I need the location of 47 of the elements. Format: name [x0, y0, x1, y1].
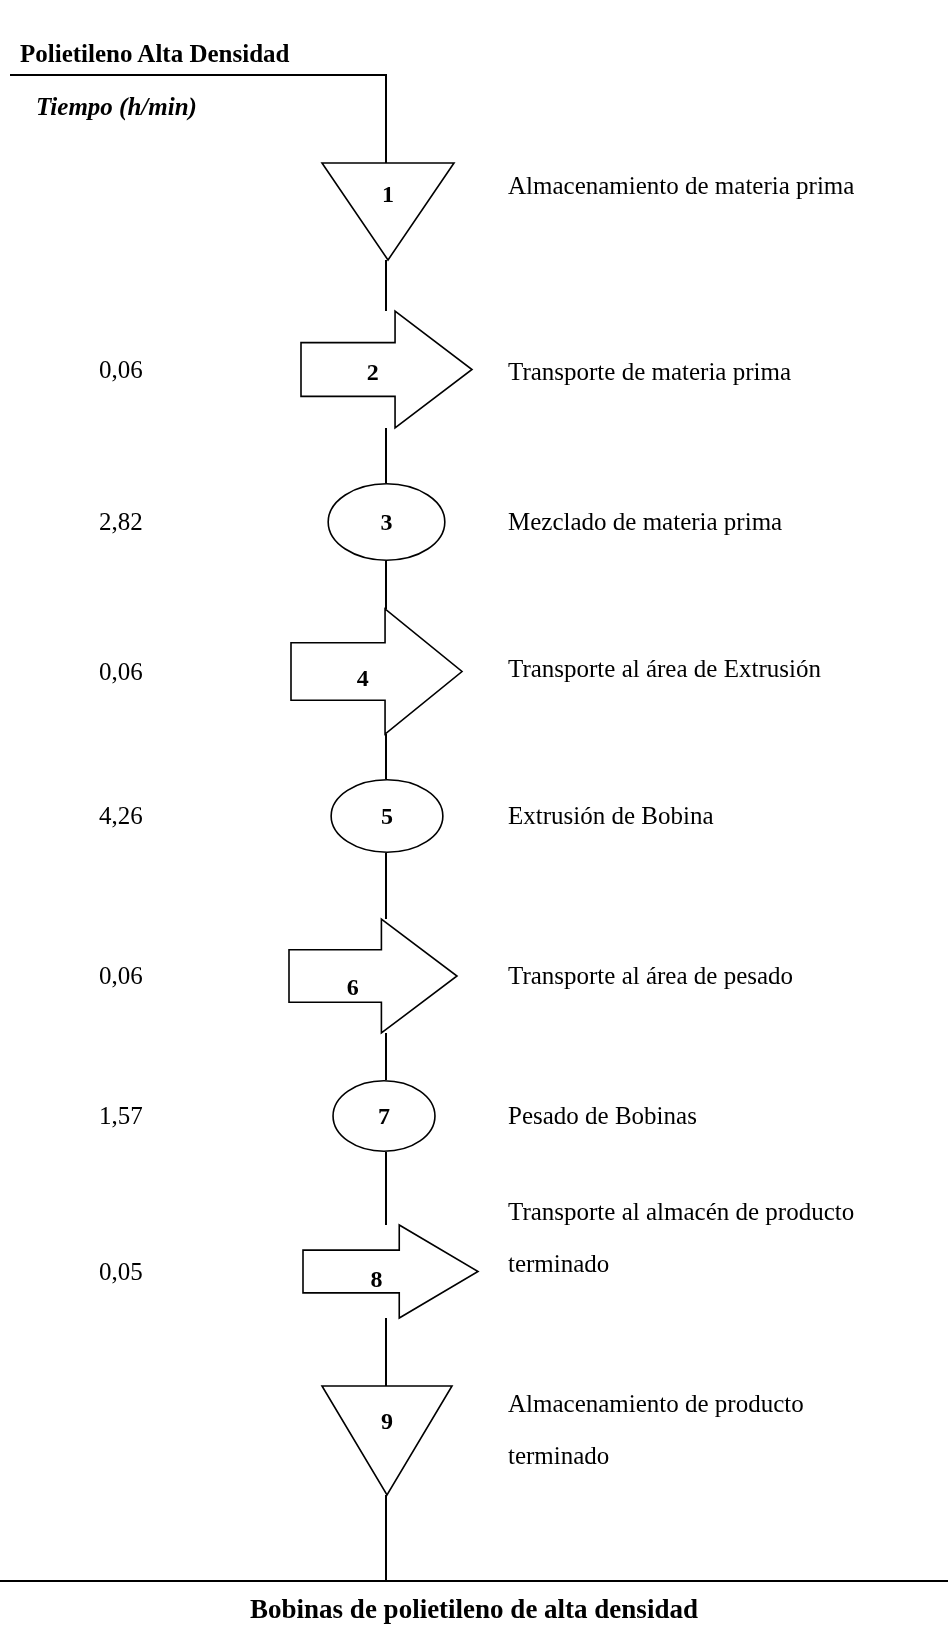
transport-symbol — [291, 609, 462, 734]
step-number: 2 — [366, 357, 379, 386]
time-value: 0,06 — [99, 355, 143, 385]
step-number: 8 — [370, 1264, 383, 1293]
step-description: Almacenamiento de materia prima — [508, 171, 856, 201]
operation-symbol — [332, 1080, 436, 1152]
time-value: 2,82 — [99, 507, 143, 537]
connector-line — [385, 852, 387, 920]
step-number: 6 — [346, 973, 359, 1002]
connector-line — [385, 259, 387, 312]
connector-line — [385, 427, 387, 484]
time-value: 0,06 — [99, 657, 143, 687]
transport-symbol — [289, 919, 457, 1033]
storage-symbol — [322, 1386, 452, 1495]
time-value: 1,57 — [99, 1101, 143, 1131]
time-value: 0,05 — [99, 1257, 143, 1287]
operation-symbol — [330, 779, 444, 853]
step-description: Transporte al área de Extrusión — [508, 654, 822, 684]
step-description: Almacenamiento de producto terminado — [508, 1389, 805, 1471]
step-number: 7 — [378, 1102, 390, 1130]
step-number: 5 — [381, 802, 393, 830]
step-description: Transporte de materia prima — [508, 357, 793, 387]
time-value: 0,06 — [99, 961, 143, 991]
connector-line — [385, 1494, 387, 1582]
column-heading: Tiempo (h/min) — [36, 92, 197, 122]
step-description: Extrusión de Bobina — [508, 801, 715, 831]
step-description: Transporte al área de pesado — [508, 961, 795, 991]
connector-line — [385, 1032, 387, 1081]
step-number: 4 — [356, 663, 369, 692]
transport-symbol — [303, 1225, 478, 1318]
step-description: Pesado de Bobinas — [508, 1101, 698, 1131]
time-value: 4,26 — [99, 801, 143, 831]
transport-symbol — [301, 311, 472, 428]
connector-line — [385, 1317, 387, 1387]
step-description: Mezclado de materia prima — [508, 507, 784, 537]
diagram-title: Polietileno Alta Densidad — [20, 40, 290, 68]
step-number: 9 — [381, 1406, 393, 1435]
connector-line — [385, 733, 387, 780]
storage-symbol — [322, 163, 454, 260]
step-description: Transporte al almacén de producto terminado — [508, 1197, 856, 1279]
connector-line — [385, 560, 387, 610]
operation-symbol — [327, 483, 446, 561]
step-number: 3 — [380, 508, 393, 536]
step-number: 1 — [382, 180, 394, 209]
diagram-caption: Bobinas de polietileno de alta densidad — [249, 1594, 699, 1625]
connector-line — [385, 1151, 387, 1226]
connector-line — [9, 74, 387, 164]
